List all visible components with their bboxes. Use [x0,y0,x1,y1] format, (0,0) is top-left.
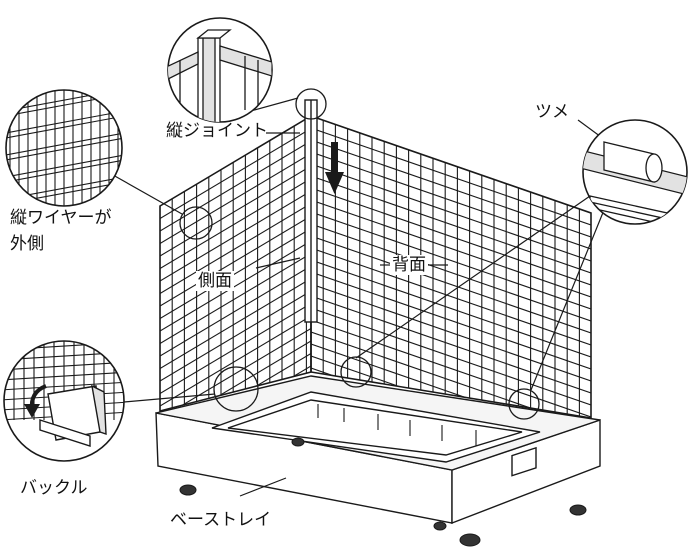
joint-detail [167,17,273,123]
label-buckle: バックル [20,478,88,498]
wire-detail [5,89,123,207]
label-base-tray: ベーストレイ [170,510,272,530]
detail-markers [179,88,540,420]
caster-wheel-icon [179,437,587,547]
base-tray [155,375,601,525]
label-back: 背面 [390,255,428,276]
label-vertical-joint: 縦ジョイント [166,121,268,141]
down-arrow-icon [325,142,344,194]
rotate-arrow-icon [24,384,47,418]
claw-detail [582,119,688,225]
buckle-detail [3,340,125,462]
label-side: 側面 [196,271,234,292]
label-vertical-wire-outside-line1: 縦ワイヤーが [10,208,112,228]
vertical-joint-pole [304,99,318,323]
label-claw: ツメ [535,102,569,122]
label-vertical-wire-outside-line2: 外側 [10,234,44,254]
